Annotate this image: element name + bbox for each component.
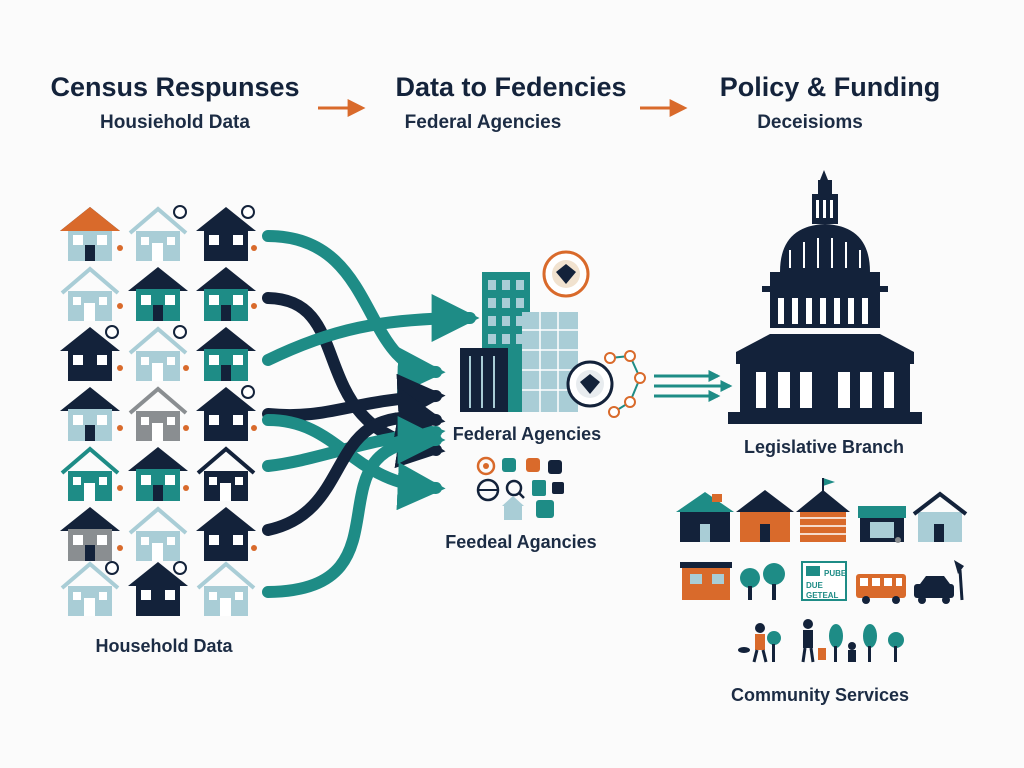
house-icon	[858, 506, 906, 543]
federal-agency-buildings	[460, 250, 646, 418]
community-services-icons: PUBE DUE GETEAL	[676, 478, 968, 663]
bus-icon	[856, 574, 906, 604]
store-icon	[680, 562, 732, 600]
flow-line-teal	[262, 230, 446, 395]
transfer-arrows	[654, 370, 733, 402]
car-icon	[914, 560, 964, 604]
search-icon	[505, 479, 523, 497]
tag-icon	[502, 458, 516, 472]
people-icon	[536, 500, 554, 518]
step3-subtitle: Deceisioms	[757, 112, 863, 133]
tree-icon	[767, 631, 781, 662]
status-dot-icon	[241, 205, 255, 219]
house-icon	[128, 447, 188, 501]
house-icon	[128, 507, 188, 563]
person-icon	[801, 619, 826, 663]
house-icon	[60, 387, 120, 441]
status-dot-icon	[105, 561, 119, 575]
house-icon	[60, 507, 120, 561]
step2-title: Data to Fedencies	[395, 72, 627, 102]
doc-icon	[526, 458, 540, 472]
community-services-label: Community Services	[730, 685, 910, 705]
status-dot-icon	[173, 325, 187, 339]
tree-icon	[740, 563, 785, 600]
status-dot-icon	[173, 205, 187, 219]
house-icon	[676, 492, 734, 542]
step1-title: Census Respunses	[50, 72, 300, 102]
flow-line-teal	[262, 294, 480, 366]
person-icon	[738, 623, 768, 663]
house-icon	[504, 504, 522, 520]
capitol-building-icon	[728, 170, 922, 424]
house-icon	[60, 267, 120, 323]
house-icon	[128, 387, 188, 443]
network-nodes	[604, 350, 646, 418]
chart-icon	[532, 480, 546, 496]
step1-subtitle: Housiehold Data	[100, 112, 250, 133]
flow-line-teal	[262, 416, 446, 598]
house-icon	[712, 490, 794, 542]
house-icon	[196, 447, 256, 503]
clinic-icon: PUBE DUE GETEAL	[801, 561, 847, 601]
house-icon	[60, 447, 120, 503]
federal-seal-icon	[542, 250, 590, 298]
target-icon	[476, 456, 496, 476]
status-dot-icon	[241, 385, 255, 399]
status-dot-icon	[105, 325, 119, 339]
data-flow-curves	[262, 230, 480, 598]
house-icon	[912, 491, 968, 542]
svg-text:GETEAL: GETEAL	[806, 591, 839, 600]
house-icon	[196, 562, 256, 618]
status-dot-icon	[173, 561, 187, 575]
office-building-icon	[460, 348, 508, 412]
house-icon	[128, 267, 188, 321]
agency-icon-cluster	[476, 456, 564, 520]
step3-title: Policy & Funding	[719, 72, 941, 102]
person-icon	[848, 642, 856, 662]
svg-text:PUBE: PUBE	[824, 569, 847, 578]
federal-agencies-label-1: Federal Agencies	[452, 424, 602, 444]
house-icon	[196, 267, 256, 321]
house-icon	[796, 478, 850, 542]
federal-seal-icon	[566, 360, 614, 408]
calendar-icon	[552, 482, 564, 494]
household-grid	[60, 205, 257, 618]
household-data-label: Household Data	[95, 636, 233, 656]
svg-text:DUE: DUE	[806, 581, 824, 590]
chat-icon	[548, 460, 562, 474]
legislative-branch-label: Legislative Branch	[743, 437, 905, 457]
house-icon	[196, 507, 256, 561]
house-icon	[196, 327, 256, 381]
office-building-icon	[522, 312, 578, 412]
federal-agencies-label-2: Feedeal Agancies	[445, 532, 597, 552]
step2-subtitle: Federal Agencies	[404, 112, 562, 133]
tree-icon	[829, 624, 904, 662]
